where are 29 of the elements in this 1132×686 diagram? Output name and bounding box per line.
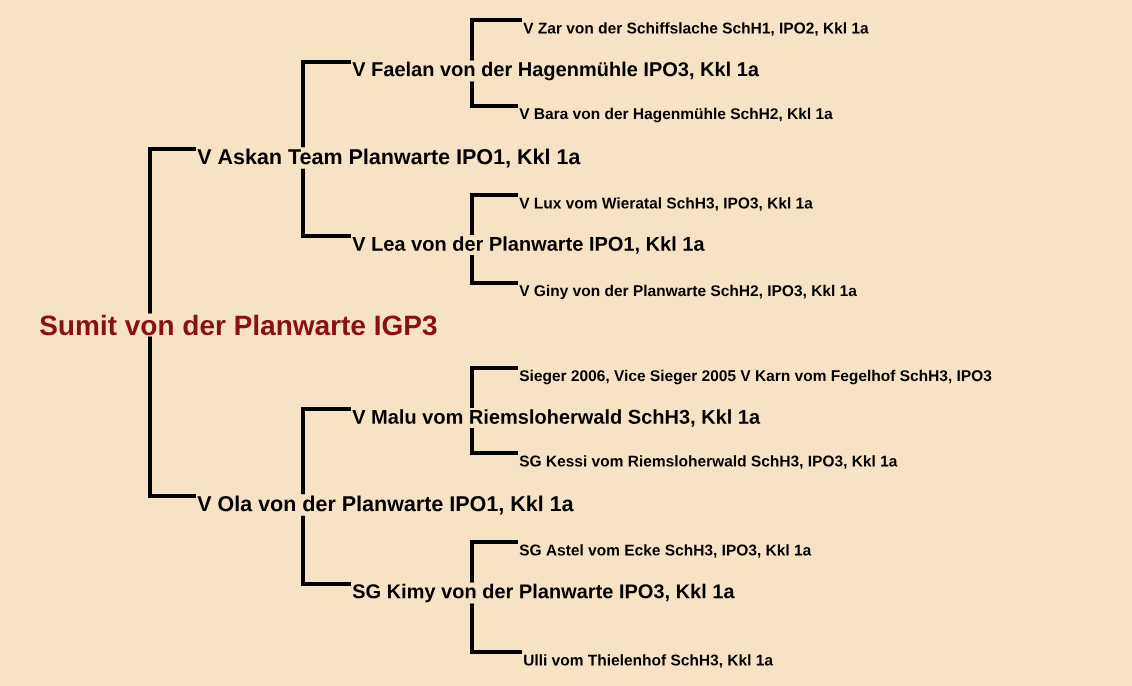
ancestor-name: V Giny von der Planwarte SchH2, IPO3, Kkl 1a bbox=[519, 284, 857, 300]
pedigree-bracket bbox=[470, 603, 522, 654]
ancestor-name: Sieger 2006, Vice Sieger 2005 V Karn vom Fegelhof SchH3, IPO3 bbox=[519, 369, 992, 385]
pedigree-bracket bbox=[301, 407, 351, 495]
pedigree-bracket bbox=[148, 336, 196, 498]
pedigree-bracket bbox=[470, 81, 518, 108]
grandparent-name: SG Kimy von der Planwarte IPO3, Kkl 1a bbox=[352, 583, 735, 603]
pedigree-bracket bbox=[470, 540, 518, 583]
ancestor-name: V Zar von der Schiffslache SchH1, IPO2, Kkl 1a bbox=[523, 22, 869, 36]
subject-name: Sumit von der Planwarte IGP3 bbox=[40, 314, 437, 336]
grandparent-name: V Malu vom Riemsloherwald SchH3, Kkl 1a bbox=[352, 409, 761, 427]
pedigree-bracket bbox=[301, 60, 351, 148]
pedigree-bracket bbox=[470, 255, 518, 285]
parent-name: V Askan Team Planwarte IPO1, Kkl 1a bbox=[197, 148, 581, 168]
ancestor-name: Ulli vom Thielenhof SchH3, Kkl 1a bbox=[524, 654, 774, 668]
pedigree-bracket bbox=[301, 515, 351, 586]
ancestor-name: V Bara von der Hagenmühle SchH2, Kkl 1a bbox=[519, 107, 833, 123]
ancestor-name: SG Astel vom Ecke SchH3, IPO3, Kkl 1a bbox=[519, 544, 812, 558]
ancestor-name: V Lux vom Wieratal SchH3, IPO3, Kkl 1a bbox=[519, 197, 813, 211]
pedigree-bracket bbox=[148, 147, 196, 314]
parent-name: V Ola von der Planwarte IPO1, Kkl 1a bbox=[197, 495, 574, 515]
pedigree-bracket bbox=[470, 366, 518, 408]
pedigree-bracket bbox=[470, 428, 518, 455]
ancestor-name: SG Kessi vom Riemsloherwald SchH3, IPO3, Kkl 1a bbox=[519, 455, 898, 469]
pedigree-bracket bbox=[470, 18, 522, 61]
grandparent-name: V Faelan von der Hagenmühle IPO3, Kkl 1a bbox=[352, 61, 760, 81]
grandparent-name: V Lea von der Planwarte IPO1, Kkl 1a bbox=[352, 236, 705, 254]
pedigree-bracket bbox=[301, 168, 351, 238]
pedigree-bracket bbox=[470, 193, 518, 235]
